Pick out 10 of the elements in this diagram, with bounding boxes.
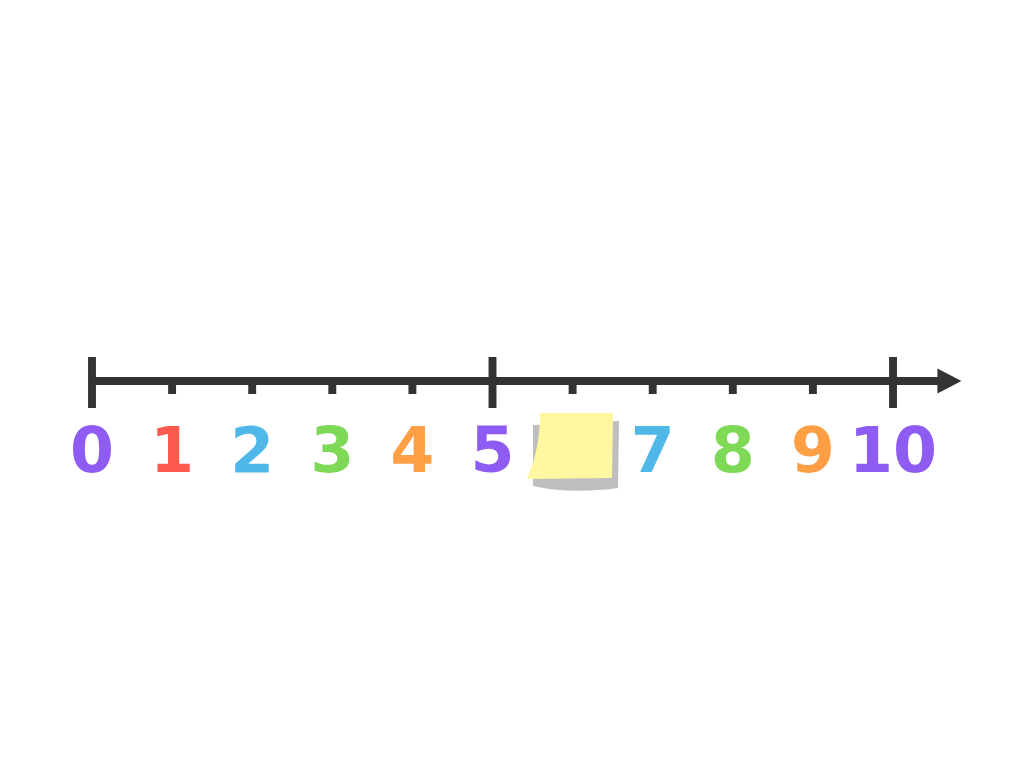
number-label: 7 [634, 425, 670, 473]
number-label: 9 [794, 425, 831, 473]
number-label: 3 [314, 425, 350, 473]
number-label: 0 [73, 425, 111, 473]
number-label: 5 [475, 425, 511, 473]
number-label: 8 [714, 425, 751, 473]
number-label: 10 [856, 425, 934, 473]
number-label: 1 [157, 425, 190, 473]
number-label: 2 [235, 425, 269, 473]
number-label: 4 [393, 425, 432, 473]
